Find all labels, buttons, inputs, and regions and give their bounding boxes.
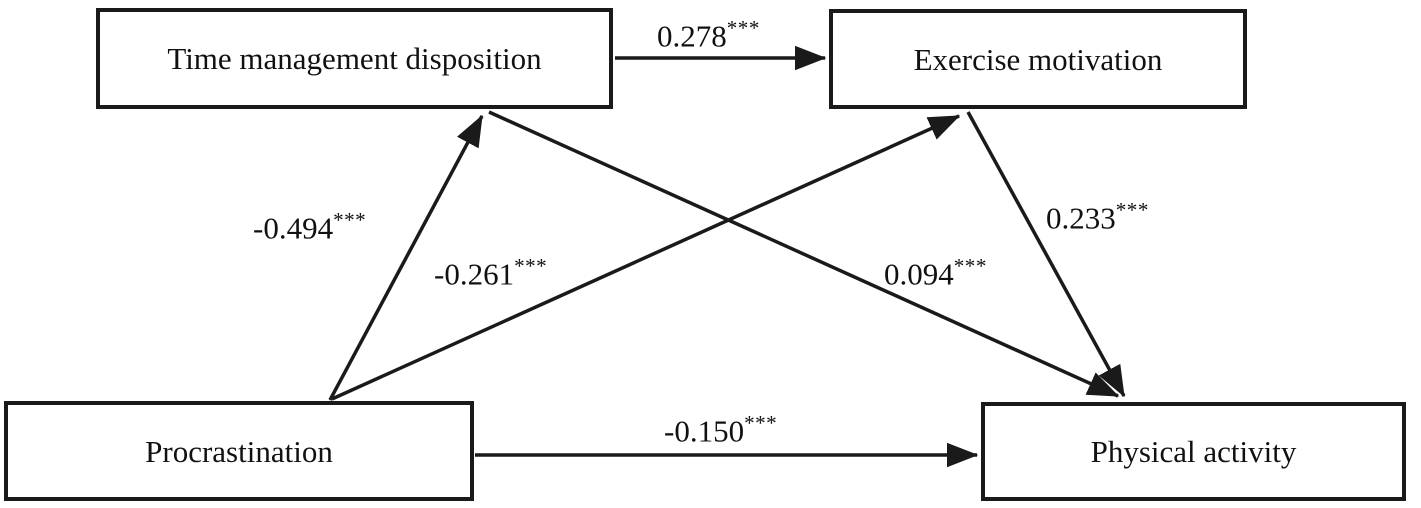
edge-coefficient-proc-to-tmd: -0.494 [253, 210, 334, 246]
edge-significance-em-to-pa: *** [1115, 198, 1149, 222]
node-physical-activity[interactable]: Physical activity [981, 402, 1406, 501]
edge-significance-proc-to-tmd: *** [333, 208, 367, 232]
edge-label-proc-to-em: 0.094*** [884, 254, 987, 292]
node-label-time-management-disposition: Time management disposition [167, 41, 542, 76]
node-time-management-disposition[interactable]: Time management disposition [96, 8, 613, 109]
edge-label-proc-to-pa: -0.150*** [664, 411, 778, 449]
edge-coefficient-proc-to-em: 0.094 [884, 256, 954, 292]
edge-line-em-to-pa [966, 111, 1126, 398]
edge-coefficient-tmd-to-em: 0.278 [657, 18, 727, 54]
edge-label-em-to-pa: 0.233*** [1046, 198, 1149, 236]
edge-label-proc-to-tmd: -0.494*** [253, 208, 367, 246]
edge-coefficient-tmd-to-pa: -0.261 [434, 256, 515, 292]
edge-line-tmd-to-pa [488, 110, 1120, 398]
node-exercise-motivation[interactable]: Exercise motivation [829, 9, 1247, 109]
edge-label-tmd-to-em: 0.278*** [657, 16, 760, 54]
edge-coefficient-em-to-pa: 0.233 [1046, 200, 1116, 236]
node-label-physical-activity: Physical activity [1090, 434, 1297, 469]
node-procrastination[interactable]: Procrastination [4, 401, 474, 501]
edge-label-tmd-to-pa: -0.261*** [434, 254, 548, 292]
edge-significance-tmd-to-em: *** [726, 16, 760, 40]
edge-significance-tmd-to-pa: *** [514, 254, 548, 278]
node-label-procrastination: Procrastination [145, 433, 333, 469]
edge-significance-proc-to-em: *** [953, 254, 987, 278]
node-label-exercise-motivation: Exercise motivation [913, 41, 1163, 77]
edge-line-proc-to-em [331, 114, 961, 401]
edge-significance-proc-to-pa: *** [744, 411, 778, 435]
edge-coefficient-proc-to-pa: -0.150 [664, 413, 745, 449]
edge-line-proc-to-tmd [328, 114, 484, 401]
